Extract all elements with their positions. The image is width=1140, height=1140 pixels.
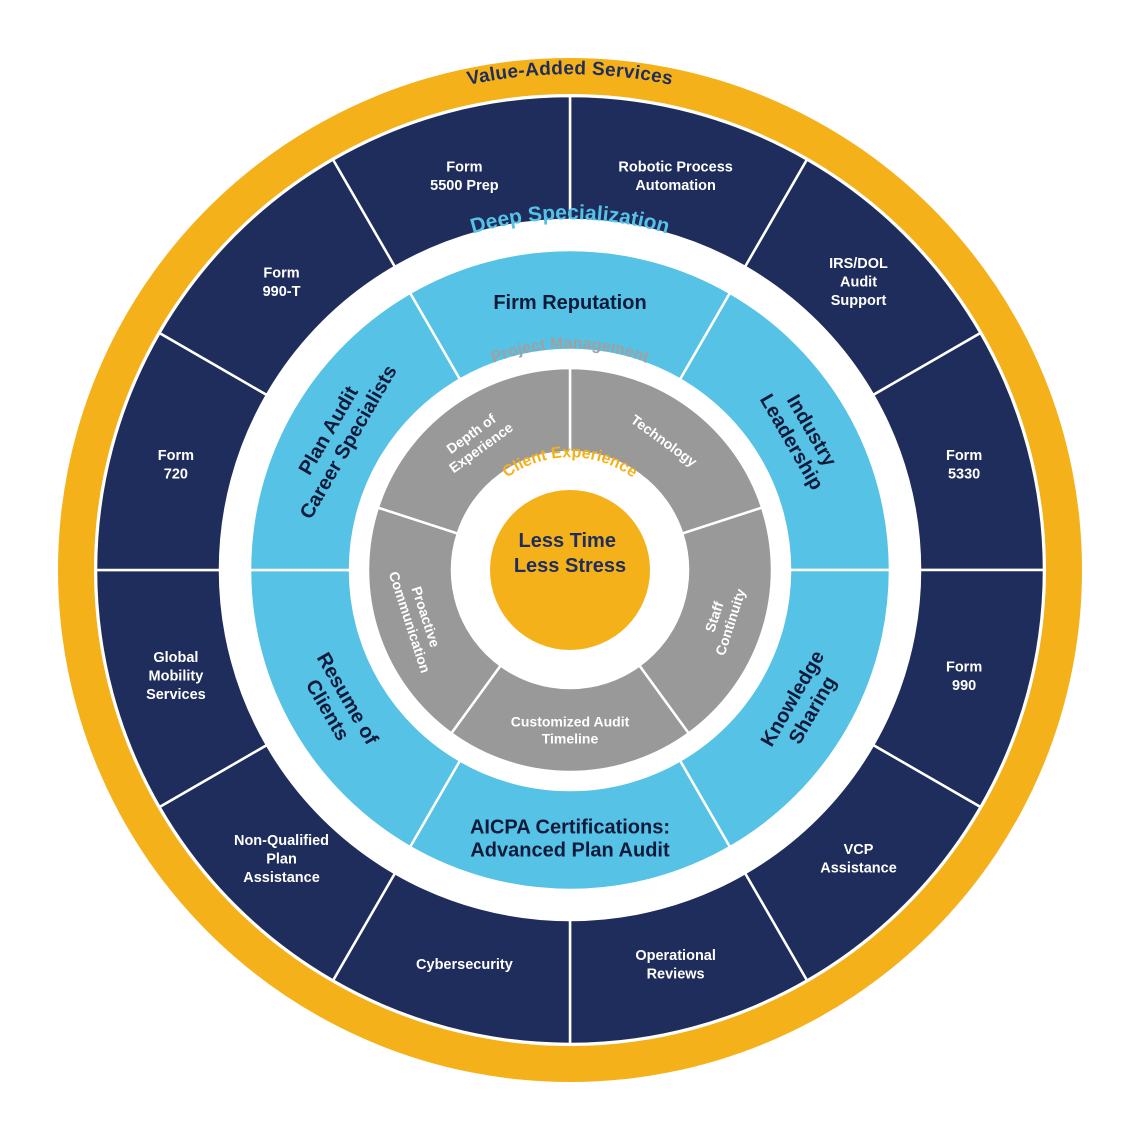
spec-segment-label: Firm Reputation	[493, 292, 646, 314]
vas-segment-label-line: Support	[831, 293, 887, 309]
spec-segment-label: AICPA Certifications:Advanced Plan Audit	[470, 817, 670, 862]
vas-segment-label-line: Plan	[266, 851, 297, 867]
vas-segment-label-line: 990	[952, 678, 976, 694]
spec-segment-resume-of-clients: Resume ofClients	[248, 568, 462, 849]
vas-segment-form-720: Form 720	[94, 331, 269, 572]
pm-segment-wedge	[449, 663, 691, 774]
vas-segment-label: VCP Assistance	[820, 842, 897, 877]
pm-segment-label-line: Customized Audit	[511, 714, 630, 730]
spec-segment-wedge	[248, 291, 462, 572]
spec-segment-firm-reputation: Firm Reputation	[408, 248, 732, 382]
vas-segment-label: Form 990-T	[263, 265, 301, 300]
vas-segment-cybersecurity: Cybersecurity	[331, 871, 572, 1046]
center-label: Less Time Less Stress	[514, 530, 626, 577]
vas-segment-label-line: Robotic Process	[618, 160, 732, 176]
spec-segment-label-line: Advanced Plan Audit	[470, 840, 670, 862]
vas-segment-label-line: 5330	[948, 467, 980, 483]
vas-segment-label-line: Reviews	[647, 966, 705, 982]
vas-segment-label-line: IRS/DOL	[829, 256, 888, 272]
vas-segment-label-line: Non-Qualified	[234, 833, 329, 849]
vas-segment-label-line: 990-T	[263, 284, 301, 300]
vas-segment-label: Form 720	[158, 448, 194, 483]
pm-segment-wedge	[637, 506, 774, 736]
spec-segment-label-line: Firm Reputation	[493, 292, 646, 314]
vas-segment-label: Form 5500 Prep	[430, 160, 499, 195]
vas-segment-label-line: Automation	[635, 178, 716, 194]
pm-segment-technology: Technology	[568, 366, 764, 536]
vas-segment-label-line: VCP	[844, 842, 874, 858]
vas-segment-label-line: Form	[158, 448, 194, 464]
pm-segment-wedge	[366, 506, 503, 736]
vas-segment-label: Cybersecurity	[416, 957, 513, 973]
vas-segment-label-line: Assistance	[820, 861, 897, 877]
pm-segment-wedge	[568, 366, 764, 536]
vas-segment-label-line: Services	[146, 687, 206, 703]
center-line-1: Less Time	[518, 530, 615, 552]
pm-segment-proactive-communication: ProactiveCommunication	[366, 506, 503, 736]
vas-segment-label-line: Mobility	[149, 669, 204, 685]
vas-segment-wedge	[331, 94, 572, 269]
vas-segment-label-line: Audit	[840, 275, 877, 291]
vas-segment-label: Form 5330	[946, 448, 982, 483]
pm-segment-staff-continuity: StaffContinuity	[637, 506, 774, 736]
vas-segment-label-line: 720	[164, 467, 188, 483]
spec-segment-industry-leadership: IndustryLeadership	[678, 291, 892, 572]
vas-segment-label-line: Global	[153, 650, 198, 666]
deep-specialization-ring: Firm Reputation IndustryLeadershipKnowled…	[248, 248, 892, 892]
vas-segment-label-line: Cybersecurity	[416, 957, 513, 973]
pm-segment-wedge	[376, 366, 572, 536]
center-line-2: Less Stress	[514, 555, 626, 577]
vas-segment-label: Form 990	[946, 659, 982, 694]
vas-segment-label-line: Form	[263, 265, 299, 281]
vas-segment-label-line: Operational	[635, 948, 716, 964]
vas-segment-label-line: Assistance	[243, 870, 320, 886]
vas-segment-label-line: 5500 Prep	[430, 178, 499, 194]
pm-segment-depth-of-experience: Depth ofExperience	[376, 366, 572, 536]
vas-segment-label-line: Form	[446, 160, 482, 176]
vas-segment-label-line: Form	[946, 659, 982, 675]
center-circle	[490, 490, 650, 650]
pm-segment-label-line: Timeline	[542, 731, 599, 747]
spec-segment-aicpa-certifications-advanced-plan-audit: AICPA Certifications:Advanced Plan Audit	[408, 758, 732, 892]
vas-segment-form-5500-prep: Form 5500 Prep	[331, 94, 572, 269]
vas-segment-label-line: Form	[946, 448, 982, 464]
spec-segment-knowledge-sharing: KnowledgeSharing	[678, 568, 892, 849]
spec-segment-label-line: AICPA Certifications:	[470, 817, 670, 839]
